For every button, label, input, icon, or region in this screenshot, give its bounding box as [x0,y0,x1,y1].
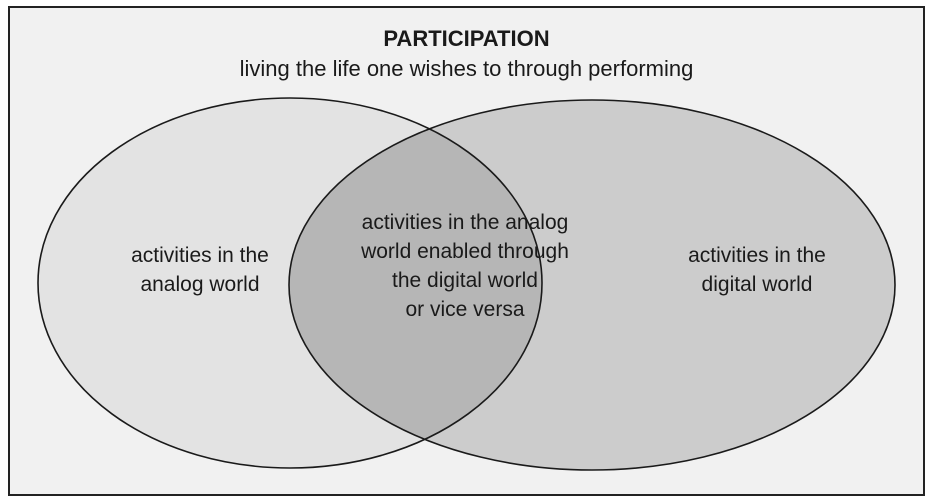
intersection-label-line: activities in the analog [361,211,569,234]
intersection-label-line: world enabled through [361,240,569,263]
digital-label-line: digital world [701,273,813,296]
digital-label-line: activities in the [688,244,826,267]
diagram-subtitle: living the life one wishes to through pe… [239,56,694,81]
digital-world-outline [288,99,896,471]
analog-world-label: activities in the analog world [85,241,315,299]
analog-label-line: activities in the [131,244,269,267]
digital-world-label: activities in the digital world [642,241,872,299]
intersection-region [289,100,542,468]
intersection-label: activities in the analog world enabled t… [330,208,600,324]
diagram-title: PARTICIPATION [383,26,550,51]
analog-world-outline [37,97,543,469]
analog-label-line: analog world [140,273,260,296]
intersection-label-line: or vice versa [405,298,525,321]
intersection-label-line: the digital world [392,269,538,292]
